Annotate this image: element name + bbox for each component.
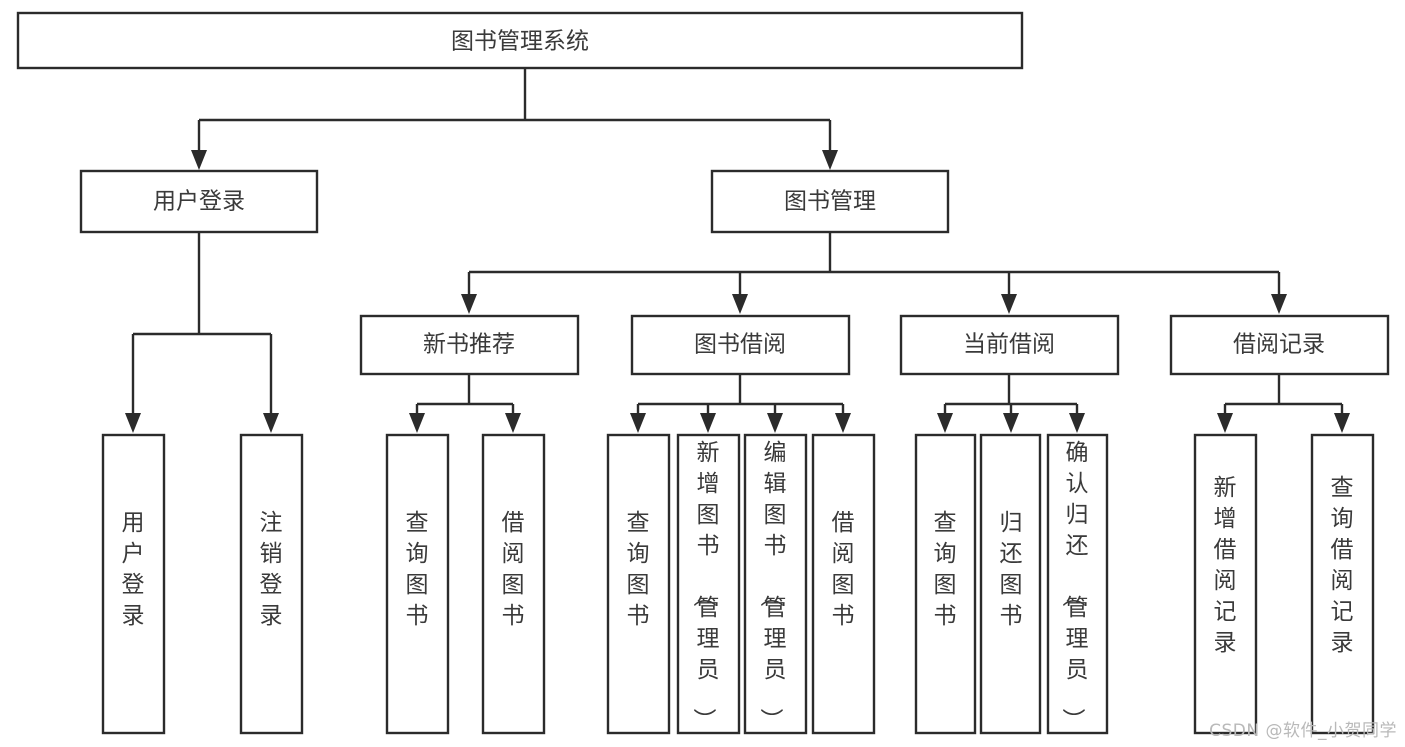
node-book-borrow[interactable]: 图书借阅 (630, 314, 851, 376)
leaf-bb-borrow-book[interactable]: 借阅图书 (811, 433, 876, 735)
leaf-bb-query-book-box[interactable] (606, 433, 671, 735)
connector-group-book-manage (461, 232, 1287, 314)
leaf-nb-borrow-book-box[interactable] (481, 433, 546, 735)
node-new-book-recommend-label: 新书推荐 (423, 332, 515, 358)
connector-group-user-login (125, 232, 279, 433)
leaf-cb-confirm-return[interactable]: 确认归还（管理员） (1046, 433, 1109, 735)
leaf-user-login-label: 用户登录 (122, 510, 145, 629)
leaf-cb-confirm-return-label: 确认归还（管理员） (1060, 440, 1089, 731)
leaf-cb-return-book-box[interactable] (979, 433, 1042, 735)
leaf-br-add-record[interactable]: 新增借阅记录 (1193, 433, 1258, 735)
leaf-nb-borrow-book[interactable]: 借阅图书 (481, 433, 546, 735)
leaf-nb-query-book[interactable]: 查询图书 (385, 433, 450, 735)
node-book-manage-label: 图书管理 (784, 189, 876, 215)
node-borrow-record-box[interactable] (1169, 314, 1390, 376)
leaf-br-add-record-label: 新增借阅记录 (1214, 475, 1237, 656)
node-book-borrow-box[interactable] (630, 314, 851, 376)
arrow-head-cb-confirm (1069, 413, 1085, 433)
leaf-cb-query-book-label: 查询图书 (934, 510, 957, 629)
connector-group-book-borrow (630, 374, 851, 433)
leaf-cb-return-book[interactable]: 归还图书 (979, 433, 1042, 735)
leaf-logout-label: 注销登录 (260, 510, 283, 629)
node-new-book-recommend-box[interactable] (359, 314, 580, 376)
arrow-head-leaf-logout (263, 413, 279, 433)
leaf-user-login-box[interactable] (101, 433, 166, 735)
node-user-login-label: 用户登录 (153, 189, 245, 215)
node-user-login[interactable]: 用户登录 (79, 169, 319, 234)
leaf-bb-borrow-book-box[interactable] (811, 433, 876, 735)
leaf-bb-edit-book-box[interactable] (743, 433, 808, 735)
leaf-bb-add-book-label: 新增图书（管理员） (691, 440, 720, 731)
node-borrow-record-label: 借阅记录 (1233, 332, 1325, 358)
arrow-head-bb-edit (767, 413, 783, 433)
node-current-borrow-box[interactable] (899, 314, 1120, 376)
arrow-head-book-manage (822, 150, 838, 170)
arrow-head-current-borrow (1001, 294, 1017, 314)
node-new-book-recommend[interactable]: 新书推荐 (359, 314, 580, 376)
leaf-cb-query-book-box[interactable] (914, 433, 977, 735)
arrow-head-cb-query (937, 413, 953, 433)
leaf-bb-borrow-book-label: 借阅图书 (832, 510, 855, 629)
node-current-borrow-label: 当前借阅 (963, 332, 1055, 358)
leaf-user-login[interactable]: 用户登录 (101, 433, 166, 735)
arrow-head-br-add (1217, 413, 1233, 433)
arrow-head-bb-add (700, 413, 716, 433)
leaf-logout-box[interactable] (239, 433, 304, 735)
leaf-nb-query-book-label: 查询图书 (406, 510, 429, 629)
node-root[interactable]: 图书管理系统 (16, 11, 1024, 70)
leaf-br-query-record[interactable]: 查询借阅记录 (1310, 433, 1375, 735)
leaf-bb-edit-book-label: 编辑图书（管理员） (758, 440, 787, 731)
leaf-nb-query-book-box[interactable] (385, 433, 450, 735)
arrow-head-cb-return (1003, 413, 1019, 433)
connector-group-borrow-record (1217, 374, 1350, 433)
arrow-head-nb-query (409, 413, 425, 433)
node-book-borrow-label: 图书借阅 (694, 332, 786, 358)
leaf-bb-query-book-label: 查询图书 (627, 510, 650, 629)
arrow-head-user-login (191, 150, 207, 170)
node-book-manage[interactable]: 图书管理 (710, 169, 950, 234)
leaf-cb-return-book-label: 归还图书 (1000, 510, 1023, 629)
connector-group-root (191, 68, 838, 170)
leaf-br-add-record-box[interactable] (1193, 433, 1258, 735)
leaf-bb-add-book[interactable]: 新增图书（管理员） (676, 433, 741, 735)
leaf-bb-edit-book[interactable]: 编辑图书（管理员） (743, 433, 808, 735)
leaf-bb-query-book[interactable]: 查询图书 (606, 433, 671, 735)
leaf-br-query-record-label: 查询借阅记录 (1331, 475, 1354, 656)
arrow-head-bb-query (630, 413, 646, 433)
leaf-br-query-record-box[interactable] (1310, 433, 1375, 735)
node-current-borrow[interactable]: 当前借阅 (899, 314, 1120, 376)
csdn-watermark: CSDN @软件_小贺同学 (1209, 721, 1397, 741)
connector-group-new-book (409, 374, 521, 433)
leaf-cb-query-book[interactable]: 查询图书 (914, 433, 977, 735)
node-root-label: 图书管理系统 (451, 29, 589, 55)
leaf-cb-confirm-return-box[interactable] (1046, 433, 1109, 735)
node-user-login-box[interactable] (79, 169, 319, 234)
arrow-head-nb-borrow (505, 413, 521, 433)
arrow-head-book-borrow (732, 294, 748, 314)
node-book-manage-box[interactable] (710, 169, 950, 234)
arrow-head-new-book (461, 294, 477, 314)
connector-group-current-borrow (937, 374, 1085, 433)
arrow-head-leaf-user-login (125, 413, 141, 433)
leaf-bb-add-book-box[interactable] (676, 433, 741, 735)
node-borrow-record[interactable]: 借阅记录 (1169, 314, 1390, 376)
arrow-head-br-query (1334, 413, 1350, 433)
node-root-box[interactable] (16, 11, 1024, 70)
leaf-nb-borrow-book-label: 借阅图书 (502, 510, 525, 629)
arrow-head-bb-borrow (835, 413, 851, 433)
leaf-logout[interactable]: 注销登录 (239, 433, 304, 735)
arrow-head-borrow-record (1271, 294, 1287, 314)
